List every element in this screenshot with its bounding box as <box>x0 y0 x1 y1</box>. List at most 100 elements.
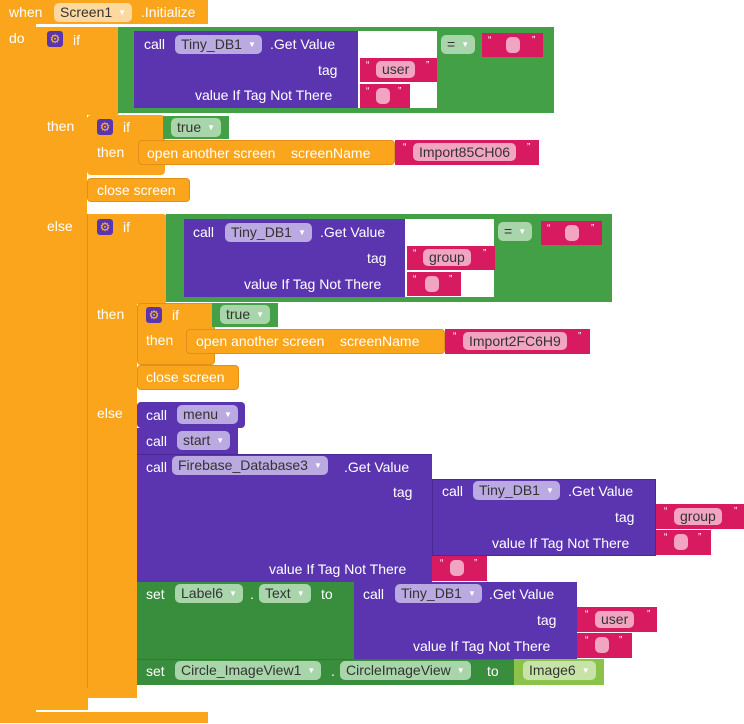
boolean-value: true <box>177 119 202 135</box>
gear-icon[interactable]: ⚙ <box>97 119 113 135</box>
boolean-dropdown[interactable]: true ▼ <box>171 118 222 137</box>
call-label: call <box>146 459 168 475</box>
dot-label: . <box>331 663 335 679</box>
operator-dropdown[interactable]: =▼ <box>498 222 533 241</box>
event-block-bottom <box>0 712 208 723</box>
component-dropdown[interactable]: Tiny_DB1▼ <box>225 223 312 242</box>
string-value[interactable]: group <box>423 249 471 266</box>
open-another-screen-block[interactable] <box>186 329 445 354</box>
to-label: to <box>321 586 333 602</box>
gear-icon[interactable]: ⚙ <box>97 219 113 235</box>
then-label: then <box>97 306 125 322</box>
component-dropdown[interactable]: Label6 ▼ <box>175 584 243 603</box>
screen-dropdown[interactable]: Screen1 ▼ <box>54 3 133 22</box>
text-string-block[interactable]: “user” <box>577 607 657 632</box>
string-value[interactable]: group <box>674 508 722 525</box>
component-name: Tiny_DB1 <box>181 36 242 52</box>
procedure-dropdown[interactable]: menu▼ <box>177 405 238 424</box>
text-string-block[interactable]: “group” <box>407 246 495 270</box>
do-label: do <box>9 30 25 46</box>
property-dropdown[interactable]: CircleImageView ▼ <box>340 661 471 680</box>
tag-label: tag <box>615 509 635 525</box>
dropdown-arrow-icon: ▼ <box>313 461 322 470</box>
else-if-column <box>87 214 137 698</box>
value-not-there-label: value If Tag Not There <box>269 561 407 577</box>
then-label: then <box>47 118 75 134</box>
component-name: Tiny_DB1 <box>479 482 540 498</box>
empty-string-block[interactable]: “” <box>482 33 543 57</box>
text-string-block[interactable]: “user” <box>360 58 437 82</box>
if-label: if <box>123 219 130 235</box>
operator: = <box>504 223 513 239</box>
text-string-block[interactable]: “group” <box>656 504 744 529</box>
set-label: set <box>146 586 165 602</box>
if-label: if <box>172 307 179 323</box>
boolean-dropdown[interactable]: true▼ <box>220 305 271 324</box>
dropdown-arrow-icon: ▼ <box>467 589 476 598</box>
component-dropdown[interactable]: Image6▼ <box>523 661 596 680</box>
component-dropdown[interactable]: Tiny_DB1 ▼ <box>473 481 560 500</box>
string-value[interactable] <box>425 276 439 292</box>
component-dropdown[interactable]: Circle_ImageView1▼ <box>175 661 322 680</box>
dropdown-arrow-icon: ▼ <box>229 589 237 598</box>
screen-name: Screen1 <box>60 4 113 20</box>
dropdown-arrow-icon: ▼ <box>118 8 127 17</box>
operator-dropdown[interactable]: =▼ <box>441 35 476 54</box>
dropdown-arrow-icon: ▼ <box>296 589 305 598</box>
empty-string-block[interactable]: “” <box>541 221 602 245</box>
empty-string-block[interactable]: “” <box>360 84 410 108</box>
text-string-block[interactable]: “Import85CH06” <box>395 140 539 165</box>
outer-if-column <box>36 27 87 710</box>
component-name: Tiny_DB1 <box>401 585 462 601</box>
value-not-there-label: value If Tag Not There <box>195 87 333 103</box>
dropdown-arrow-icon: ▼ <box>456 666 465 675</box>
call-label: call <box>442 483 464 499</box>
empty-string-block[interactable]: “” <box>656 530 711 555</box>
component-name: Label6 <box>181 585 224 601</box>
close-screen-block[interactable] <box>137 365 239 390</box>
gear-icon[interactable]: ⚙ <box>146 307 162 323</box>
if-label: if <box>73 32 80 48</box>
dropdown-arrow-icon: ▼ <box>545 486 554 495</box>
string-value[interactable]: Import2FC6H9 <box>463 332 567 350</box>
string-value[interactable] <box>595 637 609 653</box>
open-another-screen-block[interactable] <box>138 140 395 165</box>
open-screen-label: open another screen <box>147 145 276 161</box>
dot-label: . <box>250 586 254 602</box>
property-dropdown[interactable]: Text▼ <box>259 584 311 603</box>
dropdown-arrow-icon: ▼ <box>307 666 316 675</box>
component-dropdown[interactable]: Tiny_DB1 ▼ <box>175 35 262 54</box>
string-value[interactable] <box>565 225 579 241</box>
set-label: set <box>146 663 165 679</box>
component-name: Image6 <box>529 662 576 678</box>
firebase-get-value-block[interactable] <box>137 454 432 582</box>
dropdown-arrow-icon: ▼ <box>207 123 216 132</box>
call-label: call <box>146 407 168 423</box>
procedure-name: menu <box>183 406 219 422</box>
property-name: CircleImageView <box>346 662 451 678</box>
string-value[interactable]: user <box>595 611 635 628</box>
component-dropdown[interactable]: Firebase_Database3▼ <box>172 456 328 475</box>
gear-icon[interactable]: ⚙ <box>47 31 63 47</box>
component-dropdown[interactable]: Tiny_DB1 ▼ <box>395 584 482 603</box>
text-string-block[interactable]: “Import2FC6H9” <box>445 329 590 354</box>
boolean-value: true <box>226 306 251 322</box>
empty-string-block[interactable]: “” <box>432 556 487 581</box>
empty-string-block[interactable]: “” <box>577 633 632 658</box>
string-value[interactable] <box>674 534 688 550</box>
string-value[interactable] <box>450 560 464 576</box>
string-value[interactable] <box>376 88 390 104</box>
procedure-dropdown[interactable]: start▼ <box>177 431 231 450</box>
string-value[interactable]: user <box>376 61 416 78</box>
string-value[interactable] <box>506 37 520 53</box>
string-value[interactable]: Import85CH06 <box>413 143 517 161</box>
then-label: then <box>146 332 174 348</box>
dropdown-arrow-icon: ▼ <box>247 40 256 49</box>
dropdown-arrow-icon: ▼ <box>518 227 527 236</box>
empty-string-block[interactable]: “” <box>407 272 461 296</box>
dropdown-arrow-icon: ▼ <box>461 40 470 49</box>
set-label-text-block[interactable] <box>137 582 354 659</box>
close-screen-block[interactable] <box>87 178 190 202</box>
tag-label: tag <box>367 250 387 266</box>
component-name: Tiny_DB1 <box>231 224 292 240</box>
